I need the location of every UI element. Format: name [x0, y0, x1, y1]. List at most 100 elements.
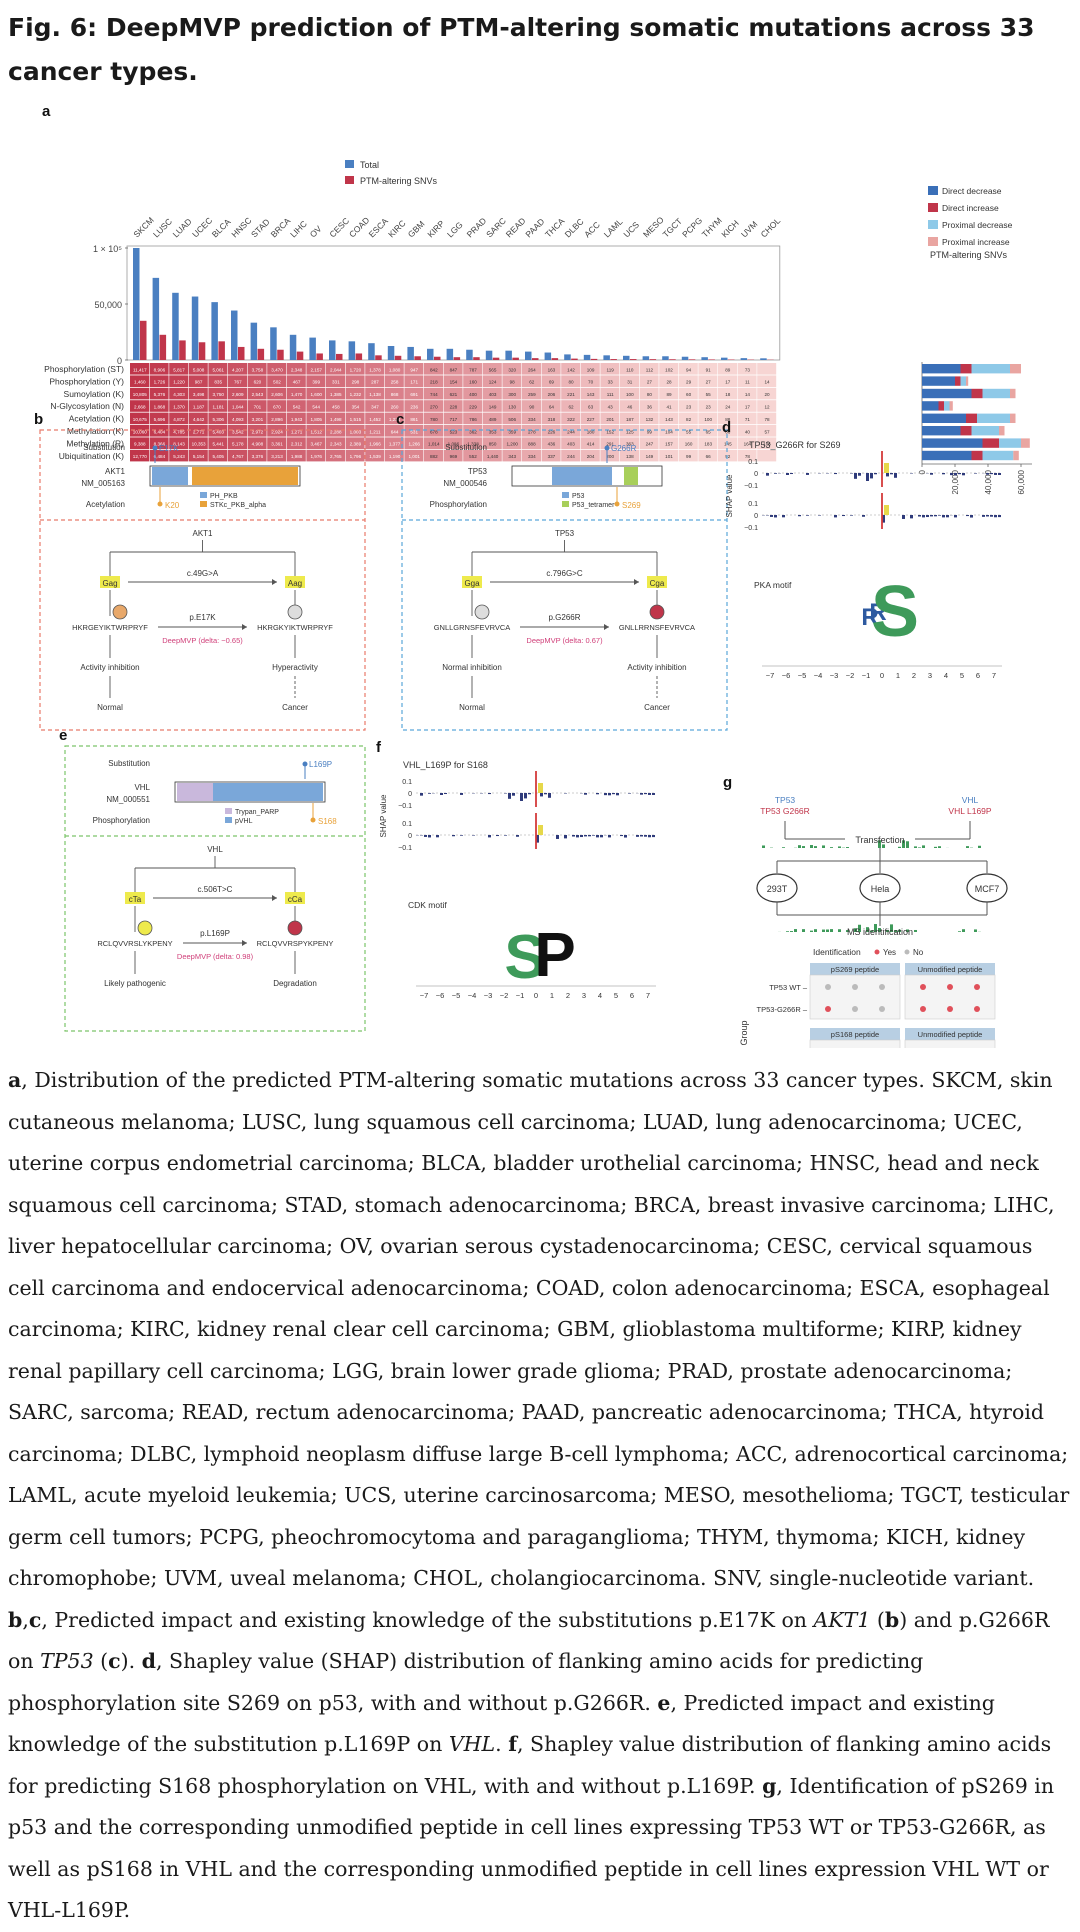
panel-label-b: b: [34, 411, 43, 428]
shap-bar: [508, 793, 511, 799]
caption-panel-ref: g: [762, 1774, 776, 1798]
heat-value: 57: [764, 429, 770, 434]
heat-value: 111: [607, 392, 614, 397]
cancer-label-gbm: GBM: [406, 219, 427, 240]
shap-bar: [982, 515, 985, 517]
figure-caption: a, Distribution of the predicted PTM-alt…: [8, 1060, 1074, 1932]
nt-change: c.506T>C: [198, 885, 233, 894]
site-label: K20: [165, 501, 180, 510]
cancer-label-acc: ACC: [582, 220, 602, 240]
shap-bar: [962, 473, 965, 475]
heat-value: 3,498: [193, 392, 205, 397]
shap-bar: [874, 473, 877, 474]
heat-value: 36: [647, 405, 653, 410]
legend-swatch-1: [928, 203, 938, 212]
heat-value: 1,232: [350, 392, 362, 397]
motif-xtick: 1: [550, 991, 554, 1000]
shap-bar: [420, 793, 423, 796]
caption-panel-ref: a: [8, 1068, 21, 1092]
sequence-mut: GNLLRRNSFEVRVCA: [619, 623, 695, 632]
heat-value: 70: [588, 380, 594, 385]
heat-value: 12: [764, 405, 770, 410]
bar-total-uvm: [741, 358, 748, 360]
heat-value: 5,178: [232, 442, 244, 447]
shap-bar: [774, 473, 777, 474]
heat-value: 24: [725, 405, 731, 410]
motif-label: CDK motif: [408, 900, 447, 910]
shap-bar: [858, 473, 861, 476]
heat-value: 41: [666, 405, 672, 410]
bar-ptm-ucec: [199, 342, 206, 360]
codon-wt: Gga: [464, 579, 480, 588]
bar-ptm-paad: [532, 358, 539, 360]
gene-label: TP53: [468, 467, 488, 476]
shap-bar: [814, 846, 817, 848]
stack-segment: [944, 401, 950, 410]
cancer-label-dlbc: DLBC: [563, 216, 586, 239]
heat-value: 218: [430, 380, 438, 385]
motif-xtick: 3: [582, 991, 586, 1000]
shap-bar: [790, 473, 793, 474]
shap-bar: [520, 793, 523, 801]
sequence-wt: RCLQVVRSLYKPENY: [97, 939, 172, 948]
heat-value: 71: [745, 417, 751, 422]
domain-name: P53: [572, 493, 585, 500]
caption-gene: AKT1: [814, 1608, 871, 1632]
transcript-label: NM_005163: [81, 479, 125, 488]
heat-value: 11,417: [133, 367, 147, 372]
heat-value: 744: [430, 392, 438, 397]
motif-xtick: 6: [630, 991, 634, 1000]
identification-dot: [920, 984, 926, 990]
bar-ptm-sarc: [493, 358, 500, 360]
motif-label: PKA motif: [754, 580, 792, 590]
panel-label-a: a: [42, 103, 51, 120]
y-tick-label: 1 × 10⁵: [93, 244, 122, 254]
shap-bar: [834, 515, 837, 517]
shap-bar: [556, 835, 559, 839]
bar-total-lgg: [447, 349, 454, 360]
ptm-type-label: Acetylation: [86, 500, 125, 509]
bar-total-lusc: [153, 278, 160, 360]
heat-value: 14: [764, 380, 770, 385]
bar-ptm-brca: [277, 350, 284, 360]
shap-bar: [918, 847, 921, 848]
motif-xtick: 4: [944, 671, 948, 680]
mutation-pin-head: [153, 446, 158, 451]
heat-value: 2,312: [291, 442, 303, 447]
shap-bar: [496, 835, 499, 836]
caption-gene: TP53: [40, 1649, 94, 1673]
cancer-label-skcm: SKCM: [131, 215, 155, 239]
heat-value: 850: [489, 442, 497, 447]
heat-value: 18: [725, 392, 731, 397]
effect-wt: Normal inhibition: [442, 663, 502, 672]
shap-bar: [830, 847, 833, 848]
heat-value: 142: [567, 367, 575, 372]
shap-bar: [512, 793, 515, 796]
shap-bar: [592, 835, 595, 836]
heat-value: 62: [568, 405, 574, 410]
bar-total-chol: [760, 358, 767, 360]
heat-value: 91: [706, 367, 712, 372]
legend-ptm: PTM-altering SNVs: [360, 176, 438, 186]
motif-xtick: 6: [976, 671, 980, 680]
heat-value: 270: [430, 405, 438, 410]
bar-ptm-meso: [650, 359, 657, 360]
heat-value: 160: [469, 380, 477, 385]
shap-bar: [460, 793, 463, 795]
legend-ptm-effect: Proximal decrease: [942, 220, 1013, 230]
heat-value: 3,758: [252, 367, 264, 372]
bar-total-kirc: [388, 346, 395, 360]
shap-bar: [998, 473, 1001, 475]
shap-ytick: −0.1: [398, 803, 412, 810]
shap-bar: [986, 473, 989, 475]
heat-value: 322: [567, 417, 575, 422]
heat-value: 868: [391, 392, 399, 397]
cancer-label-paad: PAAD: [523, 216, 546, 239]
identification-dot: [920, 1006, 926, 1012]
heat-value: 298: [352, 380, 360, 385]
heat-value: 552: [469, 454, 477, 459]
bar-ptm-cesc: [336, 354, 343, 360]
legend-total: Total: [360, 160, 379, 170]
shap-bar: [624, 835, 627, 838]
